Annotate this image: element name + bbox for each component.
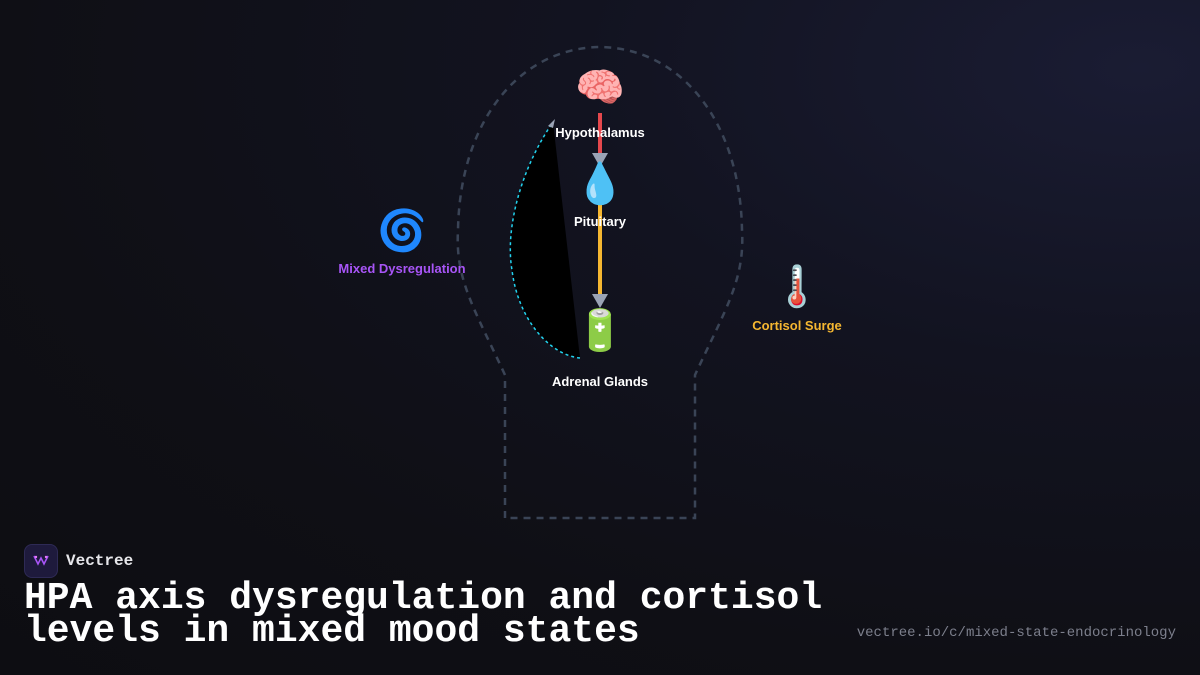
droplet-icon: 💧 (575, 161, 625, 207)
brand-name: Vectree (66, 552, 134, 570)
head-outline (456, 45, 744, 520)
page-title: HPA axis dysregulation and cortisol leve… (24, 577, 823, 653)
pituitary-label: Pituitary (573, 214, 627, 229)
feedback-loop-curve (509, 121, 581, 359)
battery-icon: 🔋 (575, 308, 625, 354)
vectree-logo-icon (24, 544, 58, 578)
cyclone-icon: 🌀 (377, 208, 427, 254)
hypothalamus-label: Hypothalamus (555, 125, 645, 140)
brand: Vectree (24, 544, 133, 578)
mixed-dysregulation-label: Mixed Dysregulation (338, 261, 466, 276)
thermometer-icon: 🌡️ (772, 264, 822, 310)
cortisol-surge-label: Cortisol Surge (752, 318, 842, 333)
adrenal-label: Adrenal Glands (551, 374, 649, 389)
feedback-loop-fill (510, 122, 580, 358)
brain-icon: 🧠 (575, 65, 625, 111)
arrowhead-adrenal (592, 294, 608, 308)
feedback-arrowhead (548, 119, 555, 128)
arrowhead-pituitary (592, 153, 608, 167)
source-url: vectree.io/c/mixed-state-endocrinology (856, 625, 1176, 641)
